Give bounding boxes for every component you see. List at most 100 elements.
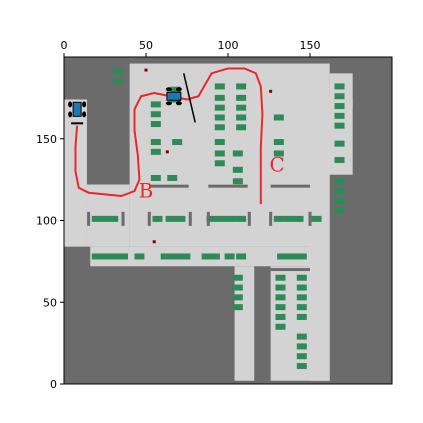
parked-car <box>209 253 220 260</box>
ego-vehicle-body <box>72 101 82 117</box>
waypoint-markers <box>144 68 273 244</box>
parked-car <box>232 150 243 157</box>
y-tick-label: 150 <box>36 133 57 146</box>
pillar <box>121 211 125 226</box>
parked-car <box>296 333 307 340</box>
parked-car <box>334 103 345 110</box>
parked-car <box>91 253 102 260</box>
annotations: BC <box>139 152 285 202</box>
parked-car <box>232 274 243 281</box>
lane-divider <box>270 184 310 188</box>
parked-car <box>118 253 129 260</box>
y-tick-label: 100 <box>36 215 57 228</box>
parked-car <box>160 253 171 260</box>
ego-vehicle-icon <box>68 101 87 125</box>
pillars <box>87 211 312 226</box>
goal-vehicle-icon <box>165 87 182 106</box>
lane-divider <box>149 184 189 188</box>
ego-vehicle-wheel <box>82 101 87 108</box>
goal-vehicle-wheel <box>165 101 172 106</box>
x-tick-label: 0 <box>61 39 68 52</box>
parked-car <box>150 174 161 181</box>
parked-car <box>275 294 286 301</box>
parked-car <box>236 104 247 111</box>
drivable-region <box>310 73 330 381</box>
goal-vehicle-wheel <box>165 87 172 92</box>
parked-car <box>275 274 286 281</box>
x-tick-label: 50 <box>139 39 153 52</box>
parked-car <box>275 313 286 320</box>
parked-car <box>113 68 124 75</box>
pillar <box>269 211 273 226</box>
parked-car <box>334 188 345 195</box>
pillar <box>147 211 151 226</box>
parked-car <box>214 83 225 90</box>
pillar <box>206 211 210 226</box>
y-axis-left: 0 50 100 150 <box>36 133 64 391</box>
parked-car <box>296 274 307 281</box>
parked-car <box>273 150 284 157</box>
waypoint-marker <box>269 89 273 93</box>
parked-car <box>283 215 294 222</box>
parked-car <box>273 139 284 146</box>
parked-car <box>167 174 178 181</box>
parked-car <box>232 304 243 311</box>
lane-divider <box>270 268 310 272</box>
parked-car <box>214 114 225 121</box>
drivable-region <box>234 266 255 381</box>
parked-car <box>214 104 225 111</box>
x-tick-label: 100 <box>218 39 239 52</box>
parked-car <box>172 139 183 146</box>
parked-car <box>275 284 286 291</box>
parked-car <box>273 215 284 222</box>
lane-divider <box>208 184 248 188</box>
parked-car <box>277 253 288 260</box>
parked-car <box>296 363 307 370</box>
parked-car <box>170 86 181 93</box>
parked-car <box>275 304 286 311</box>
parked-car <box>150 111 161 118</box>
y-tick-label: 50 <box>43 296 57 309</box>
pillar <box>87 211 91 226</box>
parked-car <box>334 83 345 90</box>
parked-car <box>236 114 247 121</box>
pillar <box>188 211 192 226</box>
parked-car <box>236 215 247 222</box>
parked-car <box>334 122 345 129</box>
parked-car <box>214 139 225 146</box>
lane-dividers <box>149 184 310 272</box>
parked-car <box>296 284 307 291</box>
parked-car <box>236 124 247 131</box>
parked-car <box>214 160 225 167</box>
parked-car <box>232 284 243 291</box>
parked-car <box>334 197 345 204</box>
parked-car <box>214 150 225 157</box>
parked-car <box>296 313 307 320</box>
goal-heading-line <box>182 73 196 123</box>
goal-vehicle-wheel <box>175 87 182 92</box>
parked-car <box>236 253 247 260</box>
y-tick-label: 0 <box>50 378 57 391</box>
parked-car <box>334 178 345 185</box>
goal-vehicle-wheel <box>175 101 182 106</box>
parked-car <box>232 178 243 185</box>
parked-car <box>296 294 307 301</box>
parked-car <box>134 253 145 260</box>
annotation-c: C <box>270 152 285 176</box>
planned-path <box>74 67 264 205</box>
parked-car <box>214 94 225 101</box>
parked-car <box>150 121 161 128</box>
parked-car <box>108 215 119 222</box>
parked-car <box>232 166 243 173</box>
waypoint-marker <box>152 240 156 244</box>
pillar <box>247 211 251 226</box>
parked-car <box>334 207 345 214</box>
parked-car <box>334 140 345 147</box>
parked-car <box>113 78 124 85</box>
waypoint-marker <box>144 68 148 72</box>
parked-car <box>108 253 119 260</box>
parked-car <box>206 215 217 222</box>
pillar <box>308 211 312 226</box>
